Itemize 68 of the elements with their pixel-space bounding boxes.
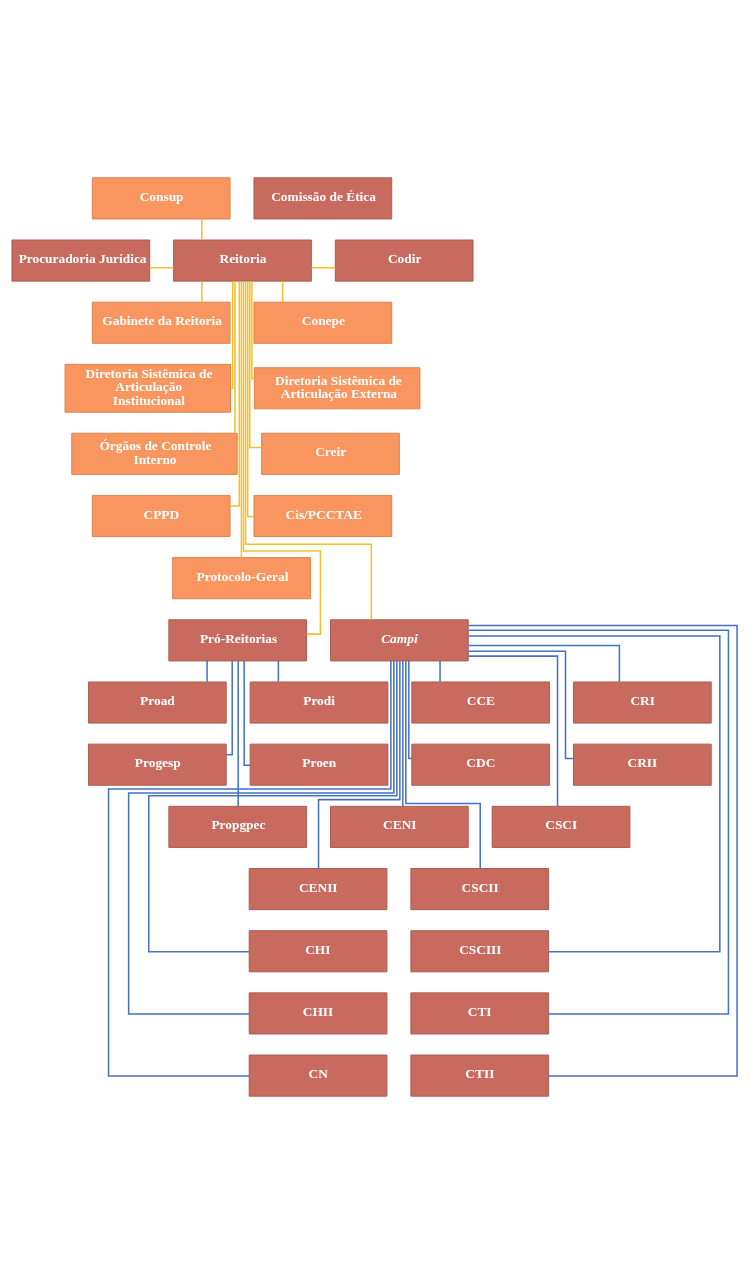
node-box: CTI bbox=[410, 991, 550, 1034]
connector bbox=[439, 659, 441, 682]
connector bbox=[244, 280, 373, 620]
node-box: Pró-Reitorias bbox=[168, 618, 308, 661]
node-box: Reitoria bbox=[173, 239, 312, 282]
node-box: Consup bbox=[91, 176, 231, 219]
connector bbox=[237, 659, 239, 807]
connector bbox=[408, 659, 413, 759]
connector bbox=[234, 280, 236, 434]
connector bbox=[127, 659, 395, 1015]
node-box: Proen bbox=[249, 743, 389, 786]
connector bbox=[467, 644, 621, 682]
node-box: Prodi bbox=[249, 681, 389, 724]
node-box: CPPD bbox=[91, 494, 231, 537]
connector bbox=[402, 659, 404, 807]
node-box: Progesp bbox=[88, 743, 227, 786]
node-box: Propgpec bbox=[168, 805, 308, 848]
node-box: CSCII bbox=[410, 867, 550, 910]
node-box: Conepe bbox=[253, 301, 393, 344]
connector bbox=[467, 624, 738, 1077]
connector bbox=[405, 659, 481, 869]
node-box: Gabinete da Reitoria bbox=[91, 301, 231, 344]
connector bbox=[147, 659, 398, 952]
connector bbox=[243, 659, 251, 766]
node-box: CHI bbox=[248, 929, 388, 972]
connector bbox=[249, 280, 263, 448]
connector bbox=[251, 279, 256, 379]
node-box: Procuradoria Jurídica bbox=[11, 239, 151, 282]
node-box: CTII bbox=[410, 1054, 550, 1097]
connector bbox=[149, 266, 175, 268]
connector bbox=[467, 629, 730, 1015]
node-box: Creir bbox=[261, 432, 400, 475]
connector bbox=[107, 659, 392, 1077]
node-box: CENI bbox=[330, 805, 469, 848]
connector bbox=[277, 659, 280, 682]
connector bbox=[467, 634, 721, 952]
connector bbox=[246, 280, 255, 517]
connector bbox=[317, 659, 401, 869]
node-box: Comissão de Ética bbox=[253, 176, 393, 219]
node-box: CRII bbox=[573, 743, 712, 786]
node-box: CDC bbox=[411, 743, 551, 786]
connector bbox=[242, 280, 322, 635]
connector bbox=[201, 280, 203, 303]
node-box: CCE bbox=[411, 681, 551, 724]
node-box: Protocolo-Geral bbox=[172, 556, 311, 599]
node-box: Proad bbox=[88, 681, 227, 724]
node-box: CHII bbox=[248, 991, 388, 1034]
connector bbox=[201, 217, 203, 240]
node-box: CSCI bbox=[491, 805, 631, 848]
node-box: Órgãos de Controle Interno bbox=[71, 432, 238, 475]
node-box: CSCIII bbox=[410, 929, 550, 972]
connector bbox=[281, 280, 284, 303]
connector bbox=[229, 280, 234, 389]
node-box: Diretoria Sistêmica de Articulação Institucional bbox=[64, 363, 231, 413]
connector bbox=[310, 266, 336, 268]
node-box: CENII bbox=[248, 867, 388, 910]
connector bbox=[467, 654, 559, 807]
node-box: CRI bbox=[573, 681, 712, 724]
connector bbox=[206, 659, 208, 682]
connector bbox=[229, 280, 241, 507]
node-box: CN bbox=[248, 1054, 388, 1097]
node-box: Codir bbox=[334, 239, 474, 282]
connector bbox=[225, 659, 233, 755]
connector bbox=[467, 650, 575, 759]
node-box: Cis/PCCTAE bbox=[253, 494, 393, 537]
node-box: Diretoria Sistêmica de Articulação Externa bbox=[253, 366, 421, 409]
connector bbox=[240, 279, 243, 558]
node-box: Campi bbox=[330, 618, 469, 661]
